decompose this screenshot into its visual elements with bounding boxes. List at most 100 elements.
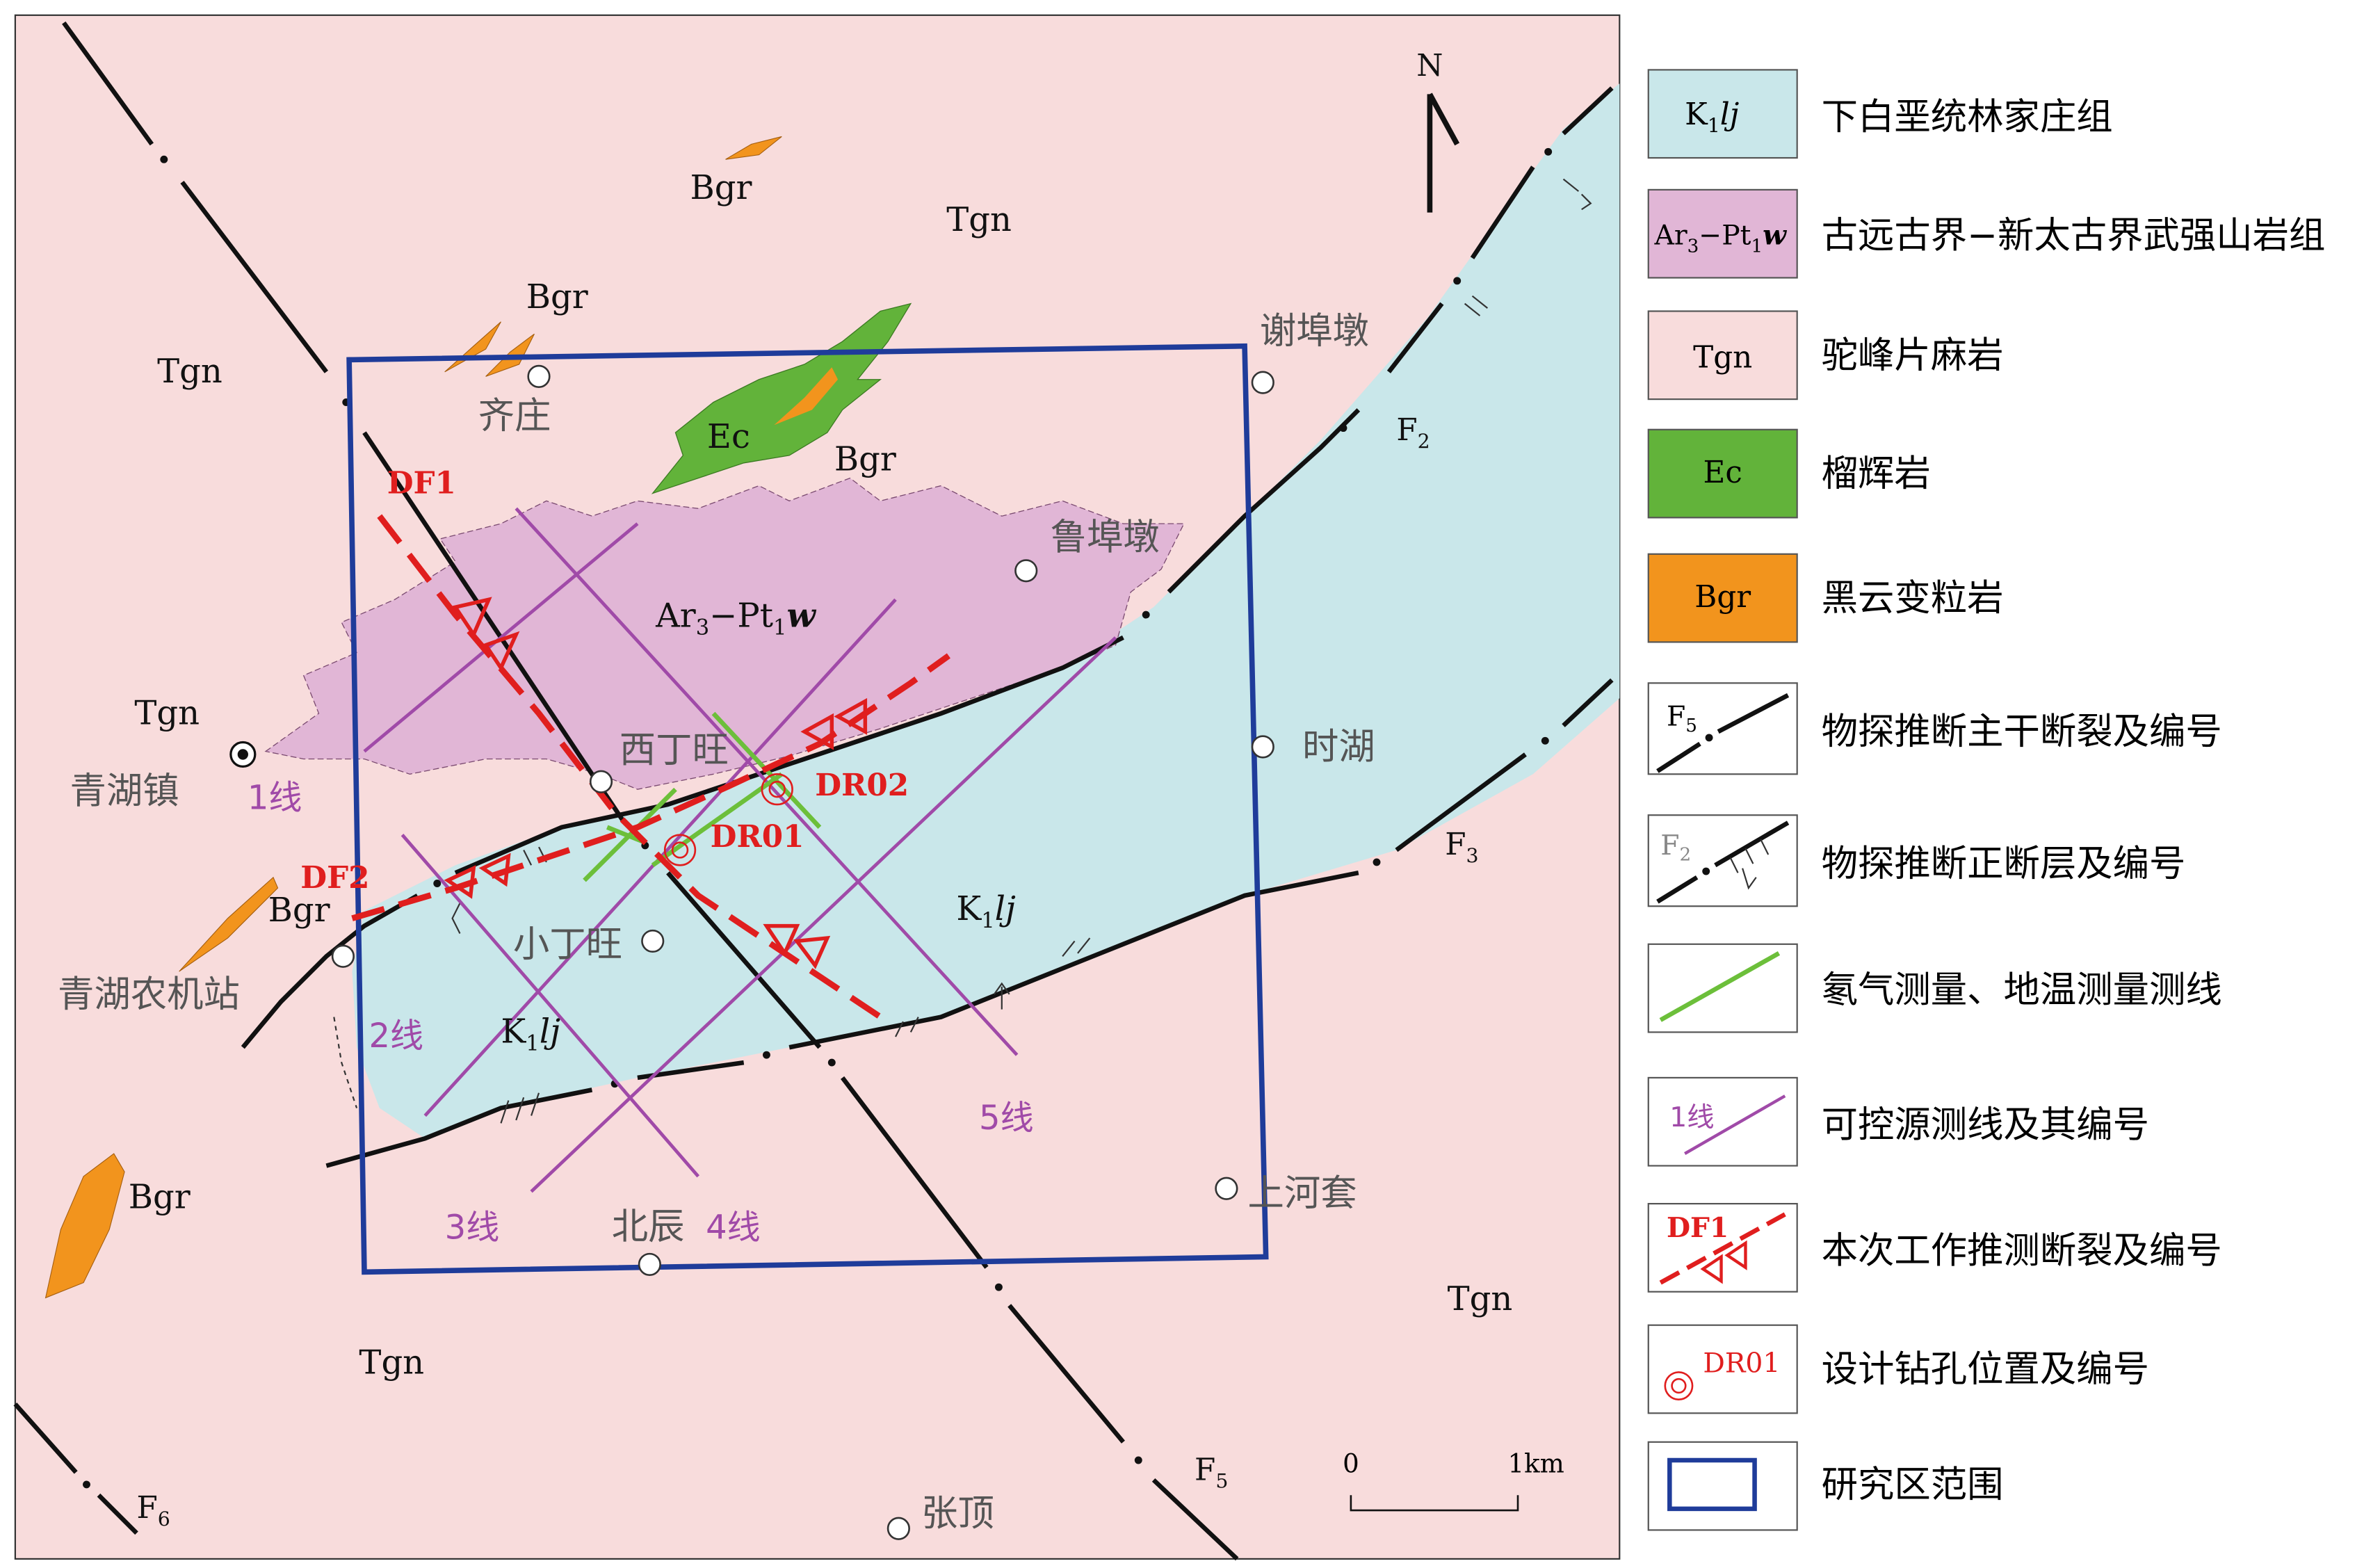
label-ar3pt1w: Ar3−Pt1w	[655, 597, 816, 640]
label-df1: DF1	[387, 465, 456, 501]
label-bgr-sw: Bgr	[129, 1178, 191, 1217]
place-qinghuzhen: 青湖镇	[70, 770, 179, 812]
legend-box-study-area	[1647, 1441, 1798, 1531]
north-arrow-icon	[1427, 92, 1460, 213]
label-tgn-north: Tgn	[946, 200, 1012, 239]
legend-symbol-df1: DF1	[1667, 1212, 1729, 1244]
label-dr02: DR02	[815, 768, 909, 803]
place-shihu: 时湖	[1302, 725, 1375, 768]
place-xidingwang: 西丁旺	[620, 729, 729, 771]
legend-symbol-bgr: Bgr	[1694, 579, 1751, 615]
label-k1lj-west: K1lj	[501, 1012, 560, 1056]
label-line-3: 3线	[445, 1208, 500, 1247]
legend-swatch-ar3pt1w	[1647, 188, 1798, 279]
legend-label-normal-fault: 物探推断正断层及编号	[1822, 843, 2186, 885]
legend-symbol-dr01: DR01	[1703, 1348, 1780, 1379]
place-qinghu-njz: 青湖农机站	[58, 973, 240, 1015]
label-ec: Ec	[707, 417, 750, 456]
bgr-body-southwest	[44, 1153, 125, 1299]
label-line-4: 4线	[706, 1208, 761, 1247]
scale-bar-end: 1km	[1508, 1448, 1564, 1478]
legend-swatch-bgr	[1647, 553, 1798, 643]
label-bgr-north: Bgr	[690, 168, 752, 207]
legend-label-main-fault: 物探推断主干断裂及编号	[1822, 711, 2222, 753]
legend-symbol-f5: F5	[1667, 701, 1697, 736]
survey-line-labels: 1线 2线 3线 4线 5线	[248, 779, 1034, 1247]
legend-swatch-tgn	[1647, 310, 1798, 401]
place-labels: 齐庄 谢埠墩 鲁埠墩 西丁旺 时湖 青湖镇 青湖农机站 小丁旺 北辰 上河套 张…	[58, 309, 1375, 1535]
fault-f3	[325, 678, 1614, 1168]
normal-fault-ticks	[333, 178, 1592, 1124]
label-bgr-west: Bgr	[268, 891, 330, 930]
fault-df2-teeth	[444, 697, 868, 899]
legend-label-radon: 氡气测量、地温测量测线	[1822, 969, 2222, 1011]
label-f3: F3	[1445, 827, 1478, 867]
place-zhangding: 张顶	[921, 1492, 994, 1535]
fault-df1	[377, 514, 882, 1020]
bgr-body-west	[179, 876, 279, 972]
study-area-boundary	[346, 343, 1269, 1275]
fault-f6	[13, 1403, 138, 1535]
legend: K1lj 下白垩统林家庄组 Ar3−Pt1w 古远古界−新太古界武强山岩组 Tg…	[1647, 69, 2326, 1531]
village-marker-qizhuang	[527, 364, 551, 388]
label-line-2: 2线	[369, 1017, 424, 1056]
place-shanghetao: 上河套	[1247, 1172, 1357, 1214]
legend-symbol-k1lj: K1lj	[1685, 97, 1739, 137]
fault-f6-dot	[83, 1480, 90, 1489]
bgr-body-north	[725, 136, 782, 160]
legend-symbol-f2: F2	[1660, 830, 1691, 866]
legend-label-ec: 榴辉岩	[1822, 453, 1931, 495]
label-tgn-west: Tgn	[134, 693, 200, 732]
fault-f2	[241, 86, 1614, 1049]
legend-label-bgr: 黑云变粒岩	[1822, 577, 2004, 620]
village-marker-shihu	[1251, 735, 1274, 759]
borehole-dr02	[761, 773, 793, 806]
village-marker-shanghetao	[1215, 1177, 1238, 1200]
village-marker-xiaodingwang	[641, 929, 665, 953]
legend-symbol-tgn: Tgn	[1693, 339, 1752, 375]
place-beichen: 北辰	[612, 1205, 685, 1247]
label-tgn-nw: Tgn	[157, 352, 222, 391]
fault-f3-dots	[610, 736, 1549, 1088]
legend-label-k1lj: 下白垩统林家庄组	[1822, 96, 2113, 138]
survey-line-4	[515, 507, 1019, 1056]
label-df2: DF2	[300, 860, 369, 896]
label-bgr-qizhuang: Bgr	[526, 277, 588, 316]
legend-box-survey	[1647, 1076, 1798, 1167]
survey-line-1	[363, 522, 639, 753]
legend-label-borehole: 设计钻孔位置及编号	[1822, 1348, 2149, 1390]
label-line-1: 1线	[248, 779, 302, 818]
north-arrow-label: N	[1416, 48, 1443, 83]
fault-df1-teeth	[452, 597, 831, 969]
df-labels: DF1 DF2 DR01 DR02	[300, 465, 909, 896]
village-marker-lubudun	[1014, 559, 1038, 583]
unit-labels: Tgn Tgn Tgn Tgn Tgn Bgr Bgr Bgr Bgr Bgr …	[129, 168, 1513, 1382]
label-k1lj-east: K1lj	[956, 889, 1016, 933]
survey-line-3	[530, 636, 1117, 1193]
label-line-5: 5线	[979, 1099, 1034, 1138]
fault-f2-dots	[433, 147, 1553, 887]
label-f2: F2	[1396, 412, 1430, 453]
place-xiaodingwang: 小丁旺	[513, 923, 622, 965]
scale-bar: 0 1km	[1343, 1448, 1564, 1512]
village-marker-xidingwang	[589, 770, 613, 793]
legend-label-df: 本次工作推测断裂及编号	[1822, 1229, 2222, 1272]
label-dr01: DR01	[711, 819, 804, 855]
borehole-dr01	[663, 834, 697, 866]
village-markers	[331, 364, 1274, 1540]
north-arrow: N	[1416, 48, 1460, 213]
legend-swatch-ec	[1647, 428, 1798, 519]
bgr-in-ec	[774, 367, 839, 426]
place-xiebudun: 谢埠墩	[1260, 309, 1369, 352]
fault-labels: F2 F3 F5 F6	[137, 412, 1479, 1530]
legend-symbol-ec: Ec	[1703, 455, 1742, 490]
legend-label-ar3pt1w: 古远古界−新太古界武强山岩组	[1822, 214, 2326, 257]
label-f6: F6	[137, 1490, 170, 1530]
legend-symbol-ar3pt1w: Ar3−Pt1w	[1653, 219, 1787, 257]
town-marker-qinghuzhen-inner	[237, 749, 248, 760]
legend-label-study-area: 研究区范围	[1822, 1463, 2004, 1505]
place-qizhuang: 齐庄	[478, 395, 551, 437]
label-f5: F5	[1195, 1452, 1228, 1492]
village-marker-beichen	[638, 1252, 661, 1276]
